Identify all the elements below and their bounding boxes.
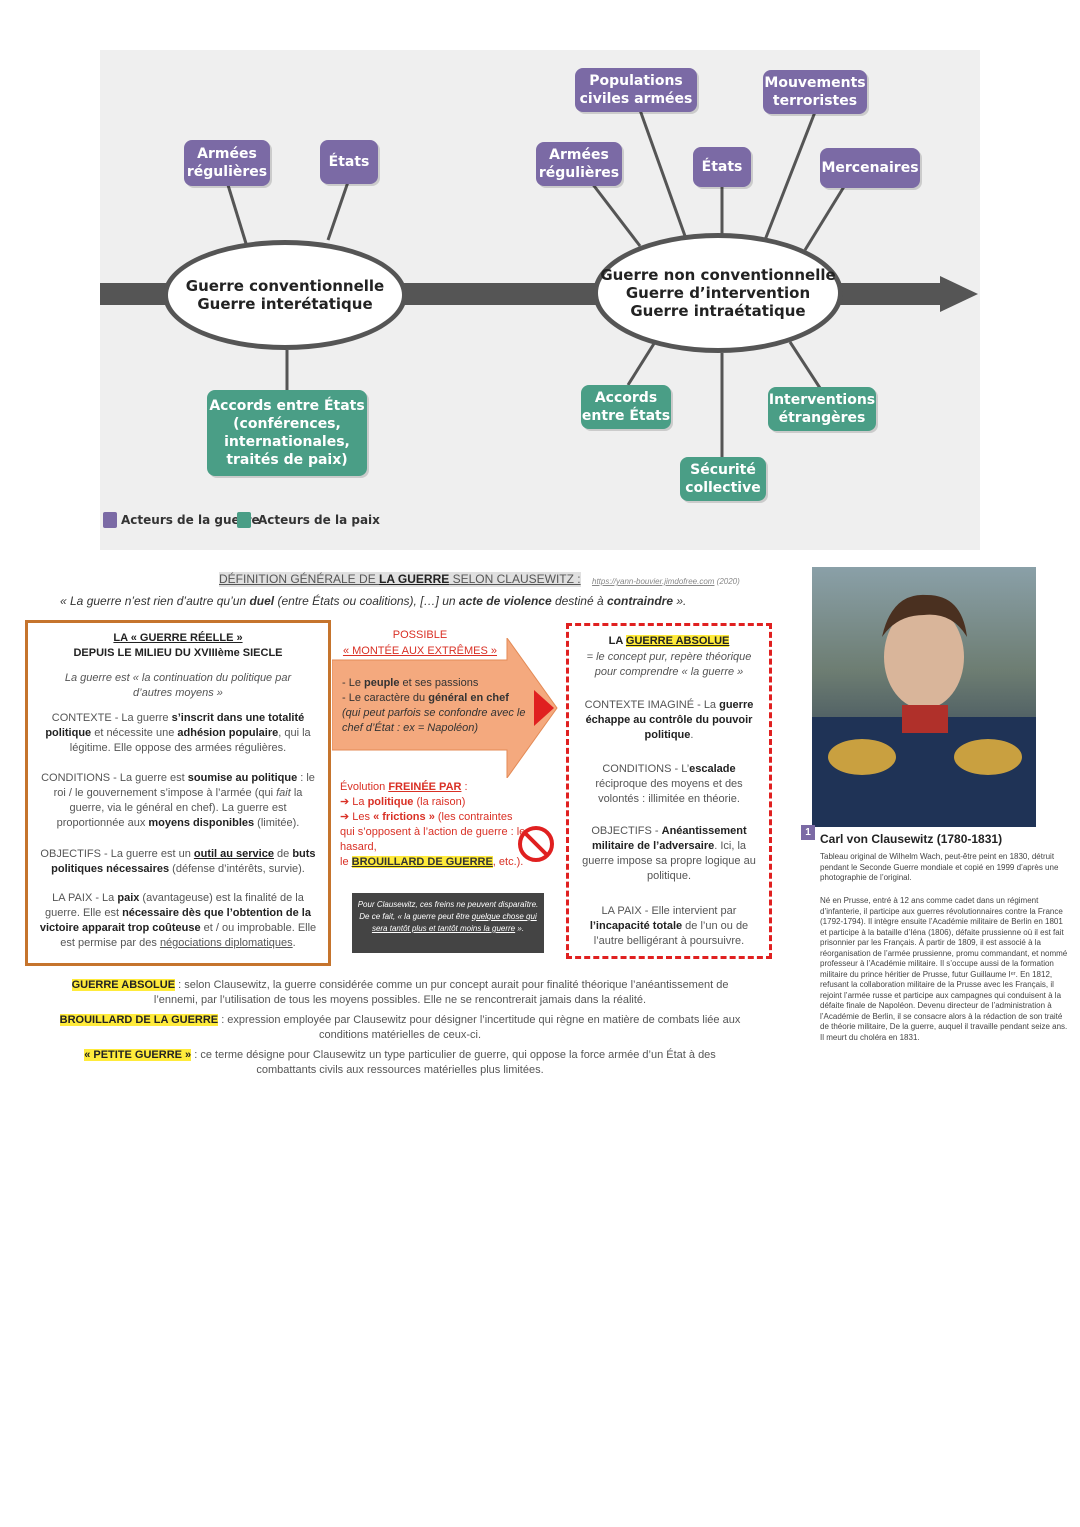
absolute-war-box: LA GUERRE ABSOLUE = le concept pur, repè… <box>566 623 772 959</box>
real-war-conditions: CONDITIONS - La guerre est soumise au po… <box>41 772 315 829</box>
definition-title: DÉFINITION GÉNÉRALE DE LA GUERRE SELON C… <box>219 572 581 587</box>
ellipse-label: Guerre interétatique <box>197 295 373 313</box>
legend-peace-label: Acteurs de la paix <box>258 513 380 527</box>
ellipse-label: Guerre intraétatique <box>630 302 806 320</box>
real-war-intro: La guerre est « la continuation du polit… <box>64 672 292 699</box>
extreme-escalation-label: « MONTÉE AUX EXTRÊMES » <box>342 645 498 657</box>
legend-war-label: Acteurs de la guerre <box>121 513 260 527</box>
portrait-name: Carl von Clausewitz (1780-1831) <box>820 832 1003 846</box>
ellipse-label: Guerre d’intervention <box>625 284 811 302</box>
timeline-arrow-head <box>940 276 978 312</box>
portrait-caption: Tableau original de Wilhelm Wach, peut-ê… <box>820 852 1059 882</box>
figure-number-badge: 1 <box>801 825 815 840</box>
escalation-factors: - Le peuple et ses passions - Le caractè… <box>342 677 526 734</box>
war-actor-mercenaries: Mercenaires <box>820 148 920 188</box>
real-war-context: CONTEXTE - La guerre s’inscrit dans une … <box>45 712 311 754</box>
possible-label: POSSIBLE <box>392 629 448 641</box>
war-actor-states: États <box>320 140 378 184</box>
absolute-war-objectives: OBJECTIFS - Anéantissement militaire de … <box>582 825 756 882</box>
prohibition-icon <box>518 826 554 862</box>
absolute-war-conditions: CONDITIONS - L’escalade réciproque des m… <box>595 763 743 805</box>
legend-peace-swatch <box>237 512 251 528</box>
war-actor-states-2: États <box>693 147 751 187</box>
absolute-war-title: LA GUERRE ABSOLUE <box>608 635 730 647</box>
real-war-peace: LA PAIX - La paix (avantageuse) est la f… <box>39 892 317 949</box>
portrait-biography: Né en Prusse, entré à 12 ans comme cadet… <box>820 896 1068 1042</box>
real-war-title: LA « GUERRE RÉELLE » DEPUIS LE MILIEU DU… <box>73 632 283 659</box>
clausewitz-portrait <box>812 567 1036 827</box>
absolute-war-subtitle: = le concept pur, repère théorique pour … <box>586 651 752 678</box>
escalation-arrow <box>332 638 558 778</box>
peace-actor-state-agreements: Accords entre États(conférences,internat… <box>207 390 367 476</box>
portrait-illustration <box>812 594 1036 827</box>
source-link[interactable]: https://yann-bouvier.jimdofree.com (2020… <box>592 577 740 586</box>
legend-war-swatch <box>103 512 117 528</box>
ellipse-label: Guerre conventionnelle <box>185 277 385 295</box>
clausewitz-quote: « La guerre n’est rien d’autre qu’un due… <box>60 594 687 608</box>
ellipse-label: Guerre non conventionnelle <box>600 266 836 284</box>
real-war-objectives: OBJECTIFS - La guerre est un outil au se… <box>40 848 316 875</box>
glossary-item: BROUILLARD DE LA GUERRE : expression emp… <box>59 1014 741 1041</box>
absolute-war-context: CONTEXTE IMAGINÉ - La guerre échappe au … <box>584 699 754 741</box>
glossary-item: « PETITE GUERRE » : ce terme désigne pou… <box>84 1049 716 1076</box>
clausewitz-note: Pour Clausewitz, ces freins ne peuvent d… <box>352 893 544 953</box>
glossary-item: GUERRE ABSOLUE : selon Clausewitz, la gu… <box>71 979 729 1006</box>
restraint-factors: Évolution FREINÉE PAR : ➔ La politique (… <box>340 781 526 868</box>
absolute-war-peace: LA PAIX - Elle intervient par l’incapaci… <box>589 905 749 947</box>
real-war-box: LA « GUERRE RÉELLE » DEPUIS LE MILIEU DU… <box>25 620 331 966</box>
